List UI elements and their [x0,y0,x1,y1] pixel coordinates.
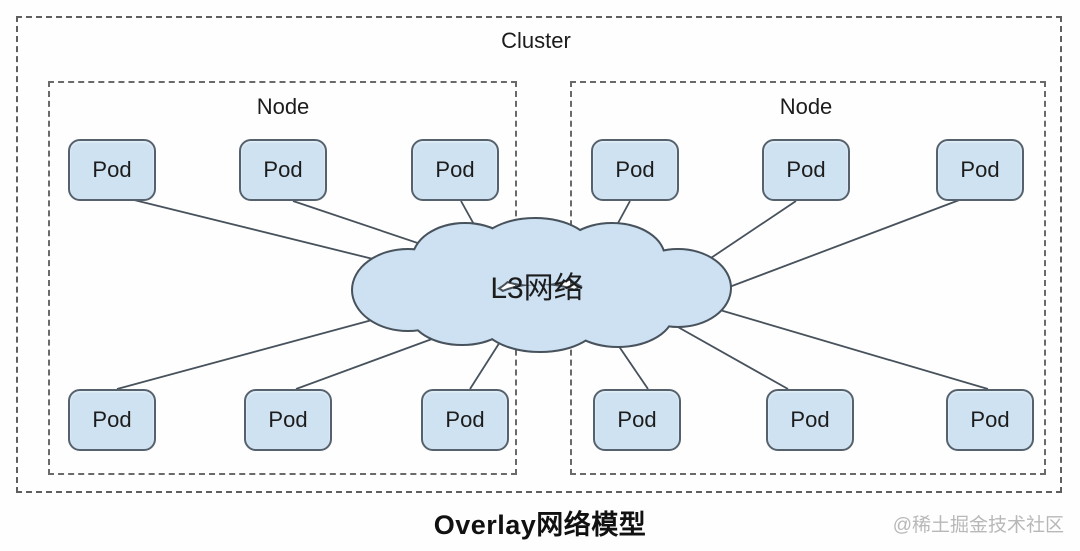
pod: Pod [762,139,850,201]
pod: Pod [239,139,327,201]
pod: Pod [68,139,156,201]
node-label-right: Node [779,94,833,119]
node-label-left: Node [256,94,310,119]
watermark: @稀土掘金技术社区 [892,515,1064,536]
cluster-box [16,16,1062,493]
diagram-caption: Overlay网络模型 [433,510,647,540]
cluster-label: Cluster [501,28,571,53]
pod: Pod [591,139,679,201]
connector-line [723,198,963,290]
pod: Pod [411,139,499,201]
pod: Pod [936,139,1024,201]
pod: Pod [593,389,681,451]
pod: Pod [244,389,332,451]
cloud-label: L3网络 [490,272,583,305]
pod: Pod [68,389,156,451]
l3-network-cloud: L3网络 [351,217,732,353]
pod: Pod [766,389,854,451]
pod: Pod [946,389,1034,451]
pod: Pod [421,389,509,451]
connector-line [695,302,989,390]
